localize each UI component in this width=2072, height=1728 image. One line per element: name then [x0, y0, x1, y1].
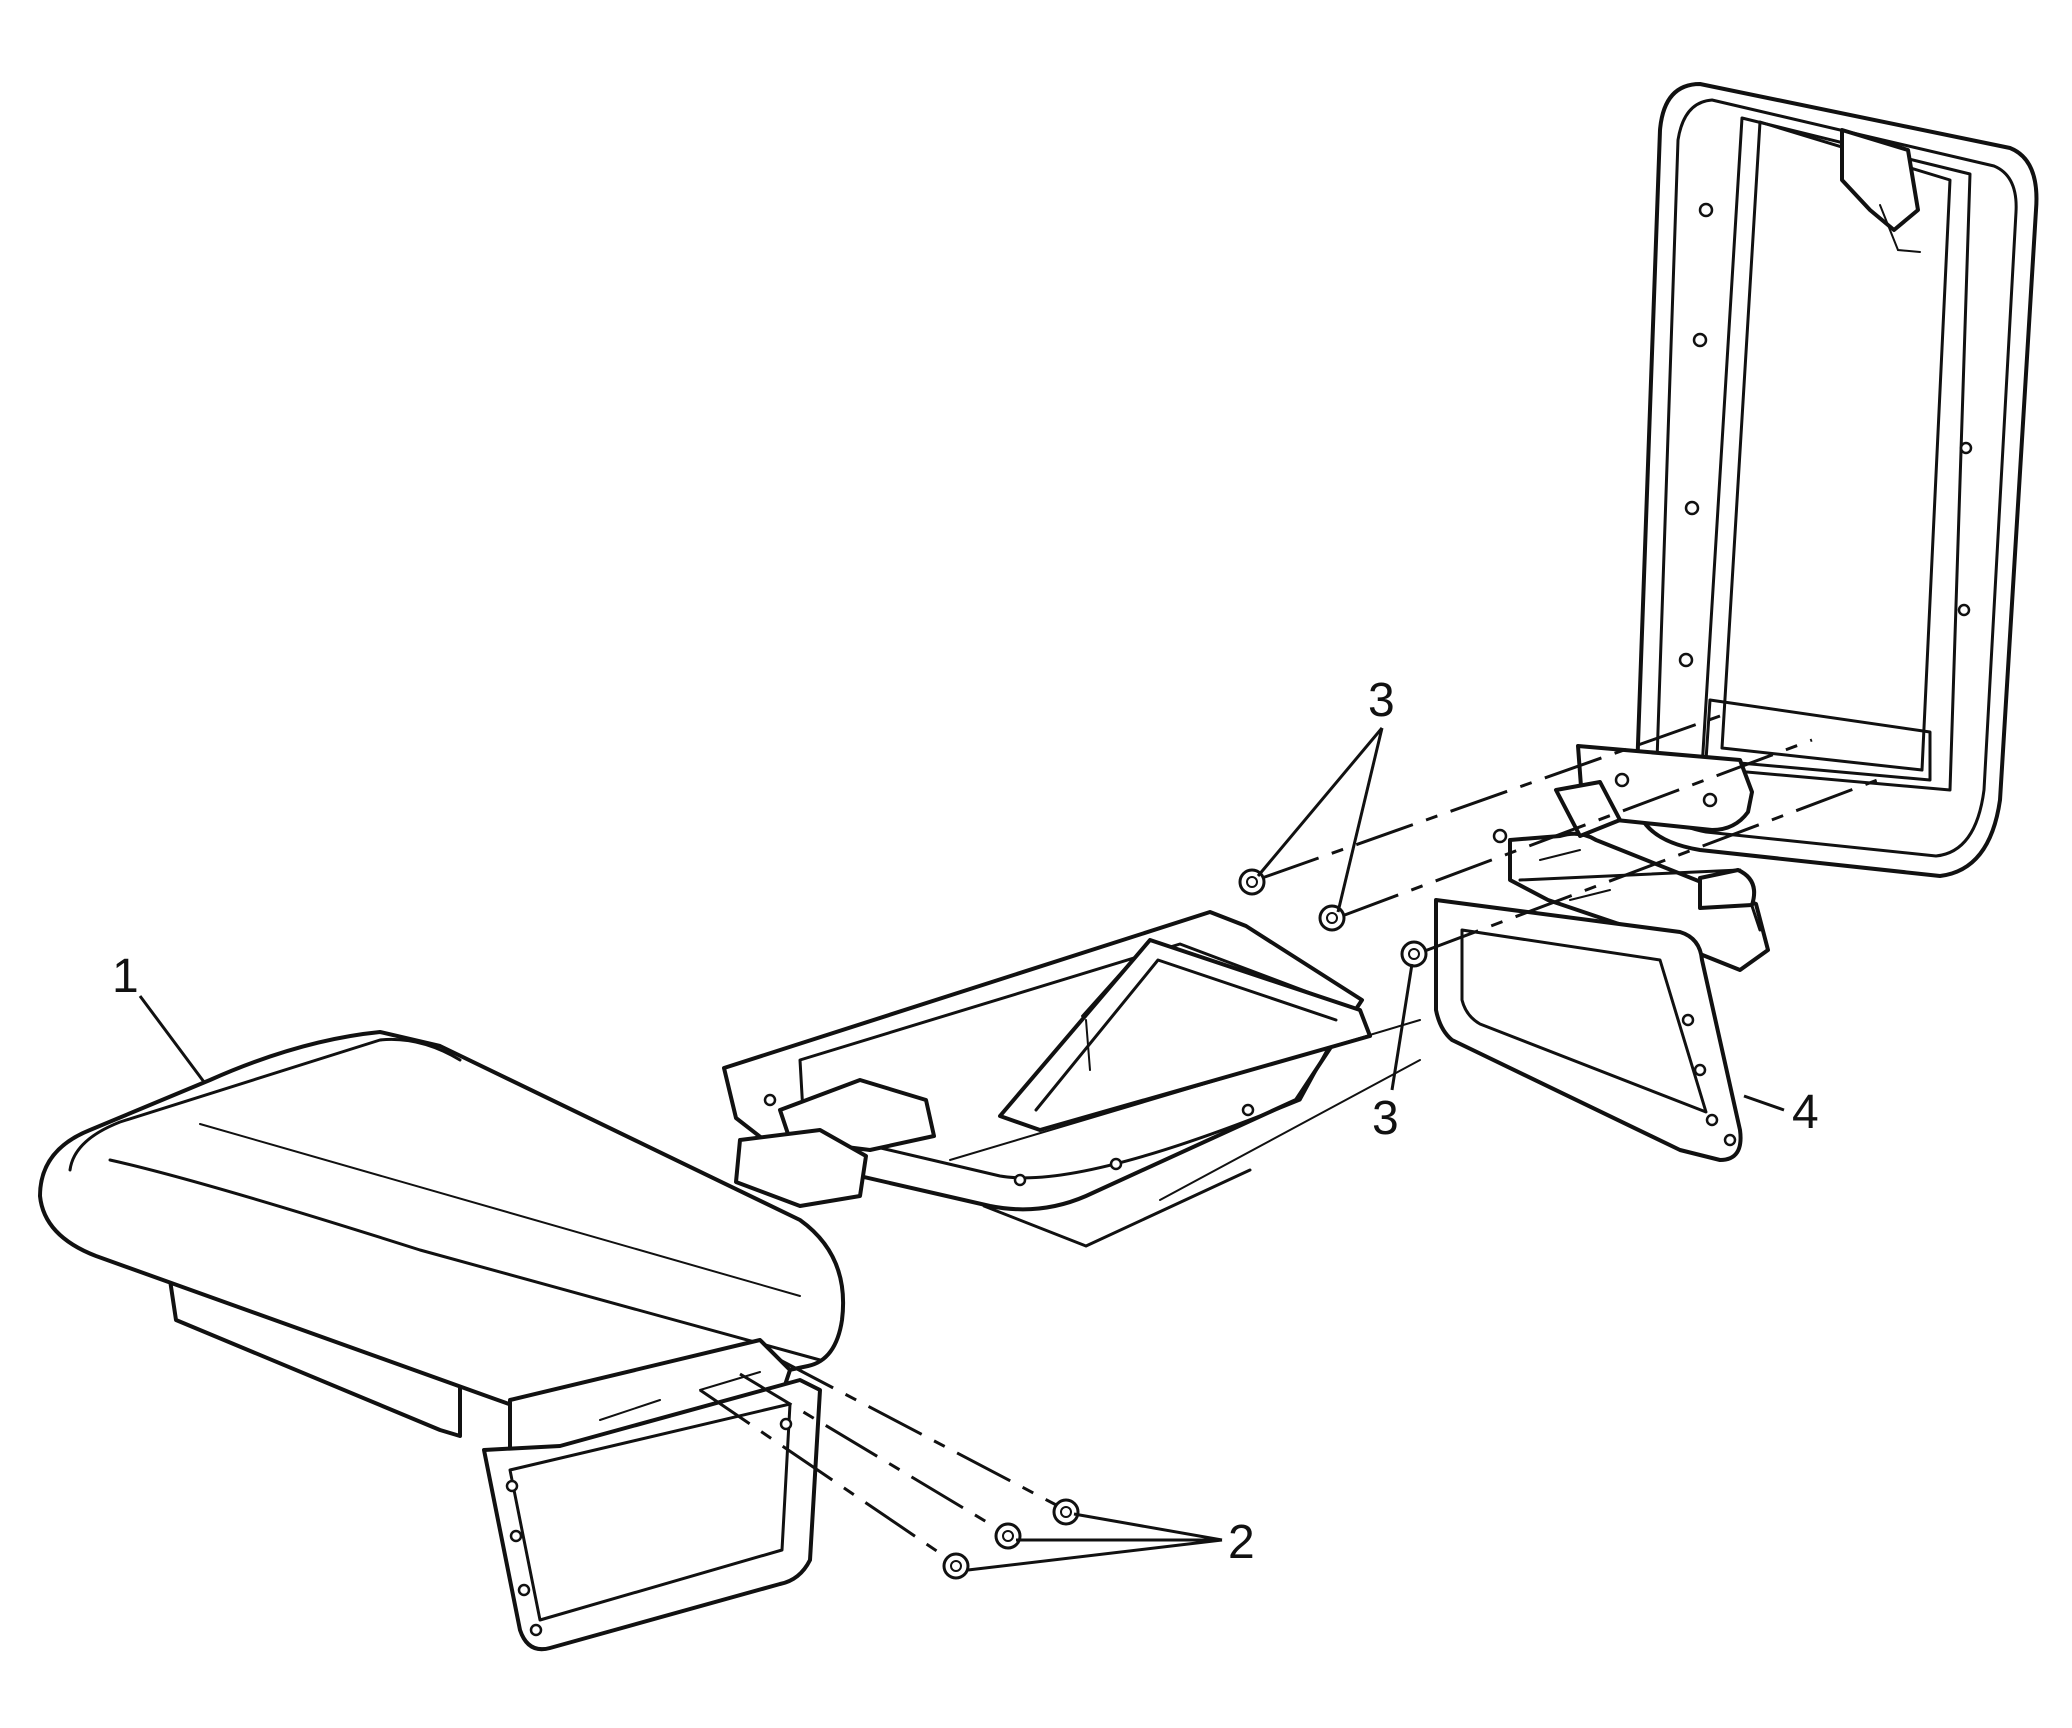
- callout-3-lower: 3: [1372, 1092, 1399, 1145]
- cover-screws: [699, 1358, 1080, 1580]
- hinge-bracket: [1434, 744, 1770, 1162]
- callout-4: 4: [1792, 1086, 1819, 1139]
- callout-1: 1: [112, 950, 139, 1003]
- armrest-cover: [38, 1030, 845, 1652]
- leader-lines: [138, 727, 1785, 1572]
- armrest-lid-upright: [1634, 82, 2039, 878]
- storage-tray: [722, 910, 1421, 1248]
- hinge-screws: [1238, 714, 1889, 968]
- callout-3-upper: 3: [1368, 674, 1395, 727]
- callout-2: 2: [1228, 1516, 1255, 1569]
